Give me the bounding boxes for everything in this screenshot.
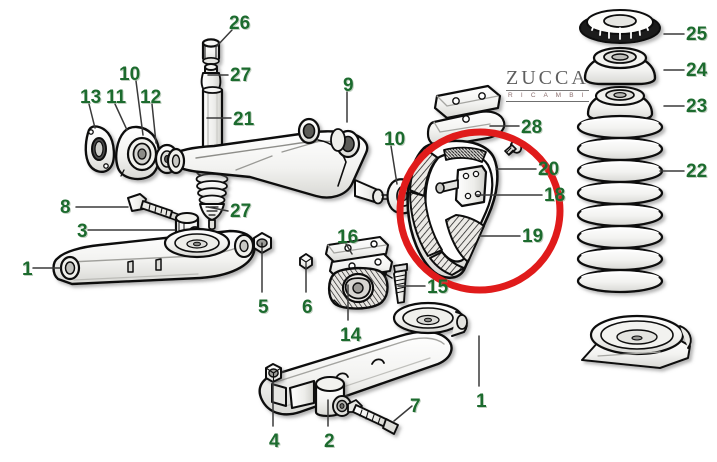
- leader-line-10: [135, 80, 144, 136]
- part-9-art: [166, 117, 400, 205]
- spring-lower-seat-art: [581, 314, 692, 369]
- part-label-14: 14: [340, 325, 362, 346]
- part-label-12: 12: [140, 87, 162, 108]
- part-label-15: 15: [427, 277, 449, 298]
- part-label-10: 10: [119, 64, 141, 85]
- part-label-9: 9: [343, 75, 354, 96]
- part-label-19: 19: [522, 226, 544, 247]
- part-label-6: 6: [302, 297, 313, 318]
- leader-line-16: [345, 243, 353, 255]
- part-2-art: [314, 375, 352, 417]
- part-28-art: [433, 84, 502, 120]
- part-label-11: 11: [106, 87, 127, 108]
- part-label-3: 3: [77, 221, 88, 242]
- part-label-18: 18: [544, 185, 566, 206]
- leader-line-10b: [390, 145, 398, 185]
- part-1b-art: [258, 301, 468, 416]
- part-label-8: 8: [60, 197, 71, 218]
- part-24-art: [583, 46, 657, 86]
- part-label-5: 5: [258, 297, 269, 318]
- part-label-24: 24: [686, 60, 708, 81]
- part-4-art: [265, 363, 282, 383]
- part-label-28: 28: [521, 117, 543, 138]
- part-label-4: 4: [269, 431, 280, 452]
- leader-line-27b: [207, 206, 229, 212]
- bolt-near-20-art: [504, 140, 523, 156]
- part-label-1a: 1: [22, 259, 33, 280]
- part-11-art: [115, 125, 161, 181]
- part-label-2: 2: [324, 431, 335, 452]
- watermark-sub-text: R I C A M B I: [506, 92, 589, 102]
- part-label-13: 13: [80, 87, 102, 108]
- leader-line-11: [114, 103, 128, 131]
- part-label-10b: 10: [384, 129, 406, 150]
- part-25-art: [579, 9, 661, 44]
- part-label-25: 25: [686, 24, 708, 45]
- part-label-22: 22: [686, 161, 708, 182]
- part-19-art: [406, 139, 499, 280]
- part-label-27b: 27: [230, 201, 252, 222]
- leader-line-13: [88, 103, 96, 129]
- part-label-27a: 27: [230, 65, 252, 86]
- part-label-21: 21: [233, 109, 255, 130]
- part-8-art: [127, 193, 181, 222]
- part-14-art: [327, 266, 389, 310]
- leader-line-26: [215, 29, 233, 48]
- part-label-1b: 1: [476, 391, 487, 412]
- zucca-ricambi-watermark: ZUCCA R I C A M B I: [506, 68, 589, 102]
- part-label-20: 20: [538, 159, 560, 180]
- leader-line-7: [393, 405, 413, 422]
- part-22-art: [576, 114, 664, 294]
- part-7-art: [347, 399, 399, 435]
- part-label-26: 26: [229, 13, 251, 34]
- leader-line-12: [151, 103, 157, 144]
- part-label-7: 7: [410, 396, 421, 417]
- part-5-art: [253, 232, 272, 254]
- part-label-23: 23: [686, 96, 708, 117]
- part-27-art: [195, 166, 229, 231]
- part-label-16: 16: [337, 227, 359, 248]
- watermark-main-text: ZUCCA: [506, 67, 589, 91]
- part-23-art: [586, 85, 654, 122]
- part-13-art: [84, 125, 116, 174]
- part-26-art: [201, 38, 221, 65]
- part-1a-art: [52, 227, 257, 286]
